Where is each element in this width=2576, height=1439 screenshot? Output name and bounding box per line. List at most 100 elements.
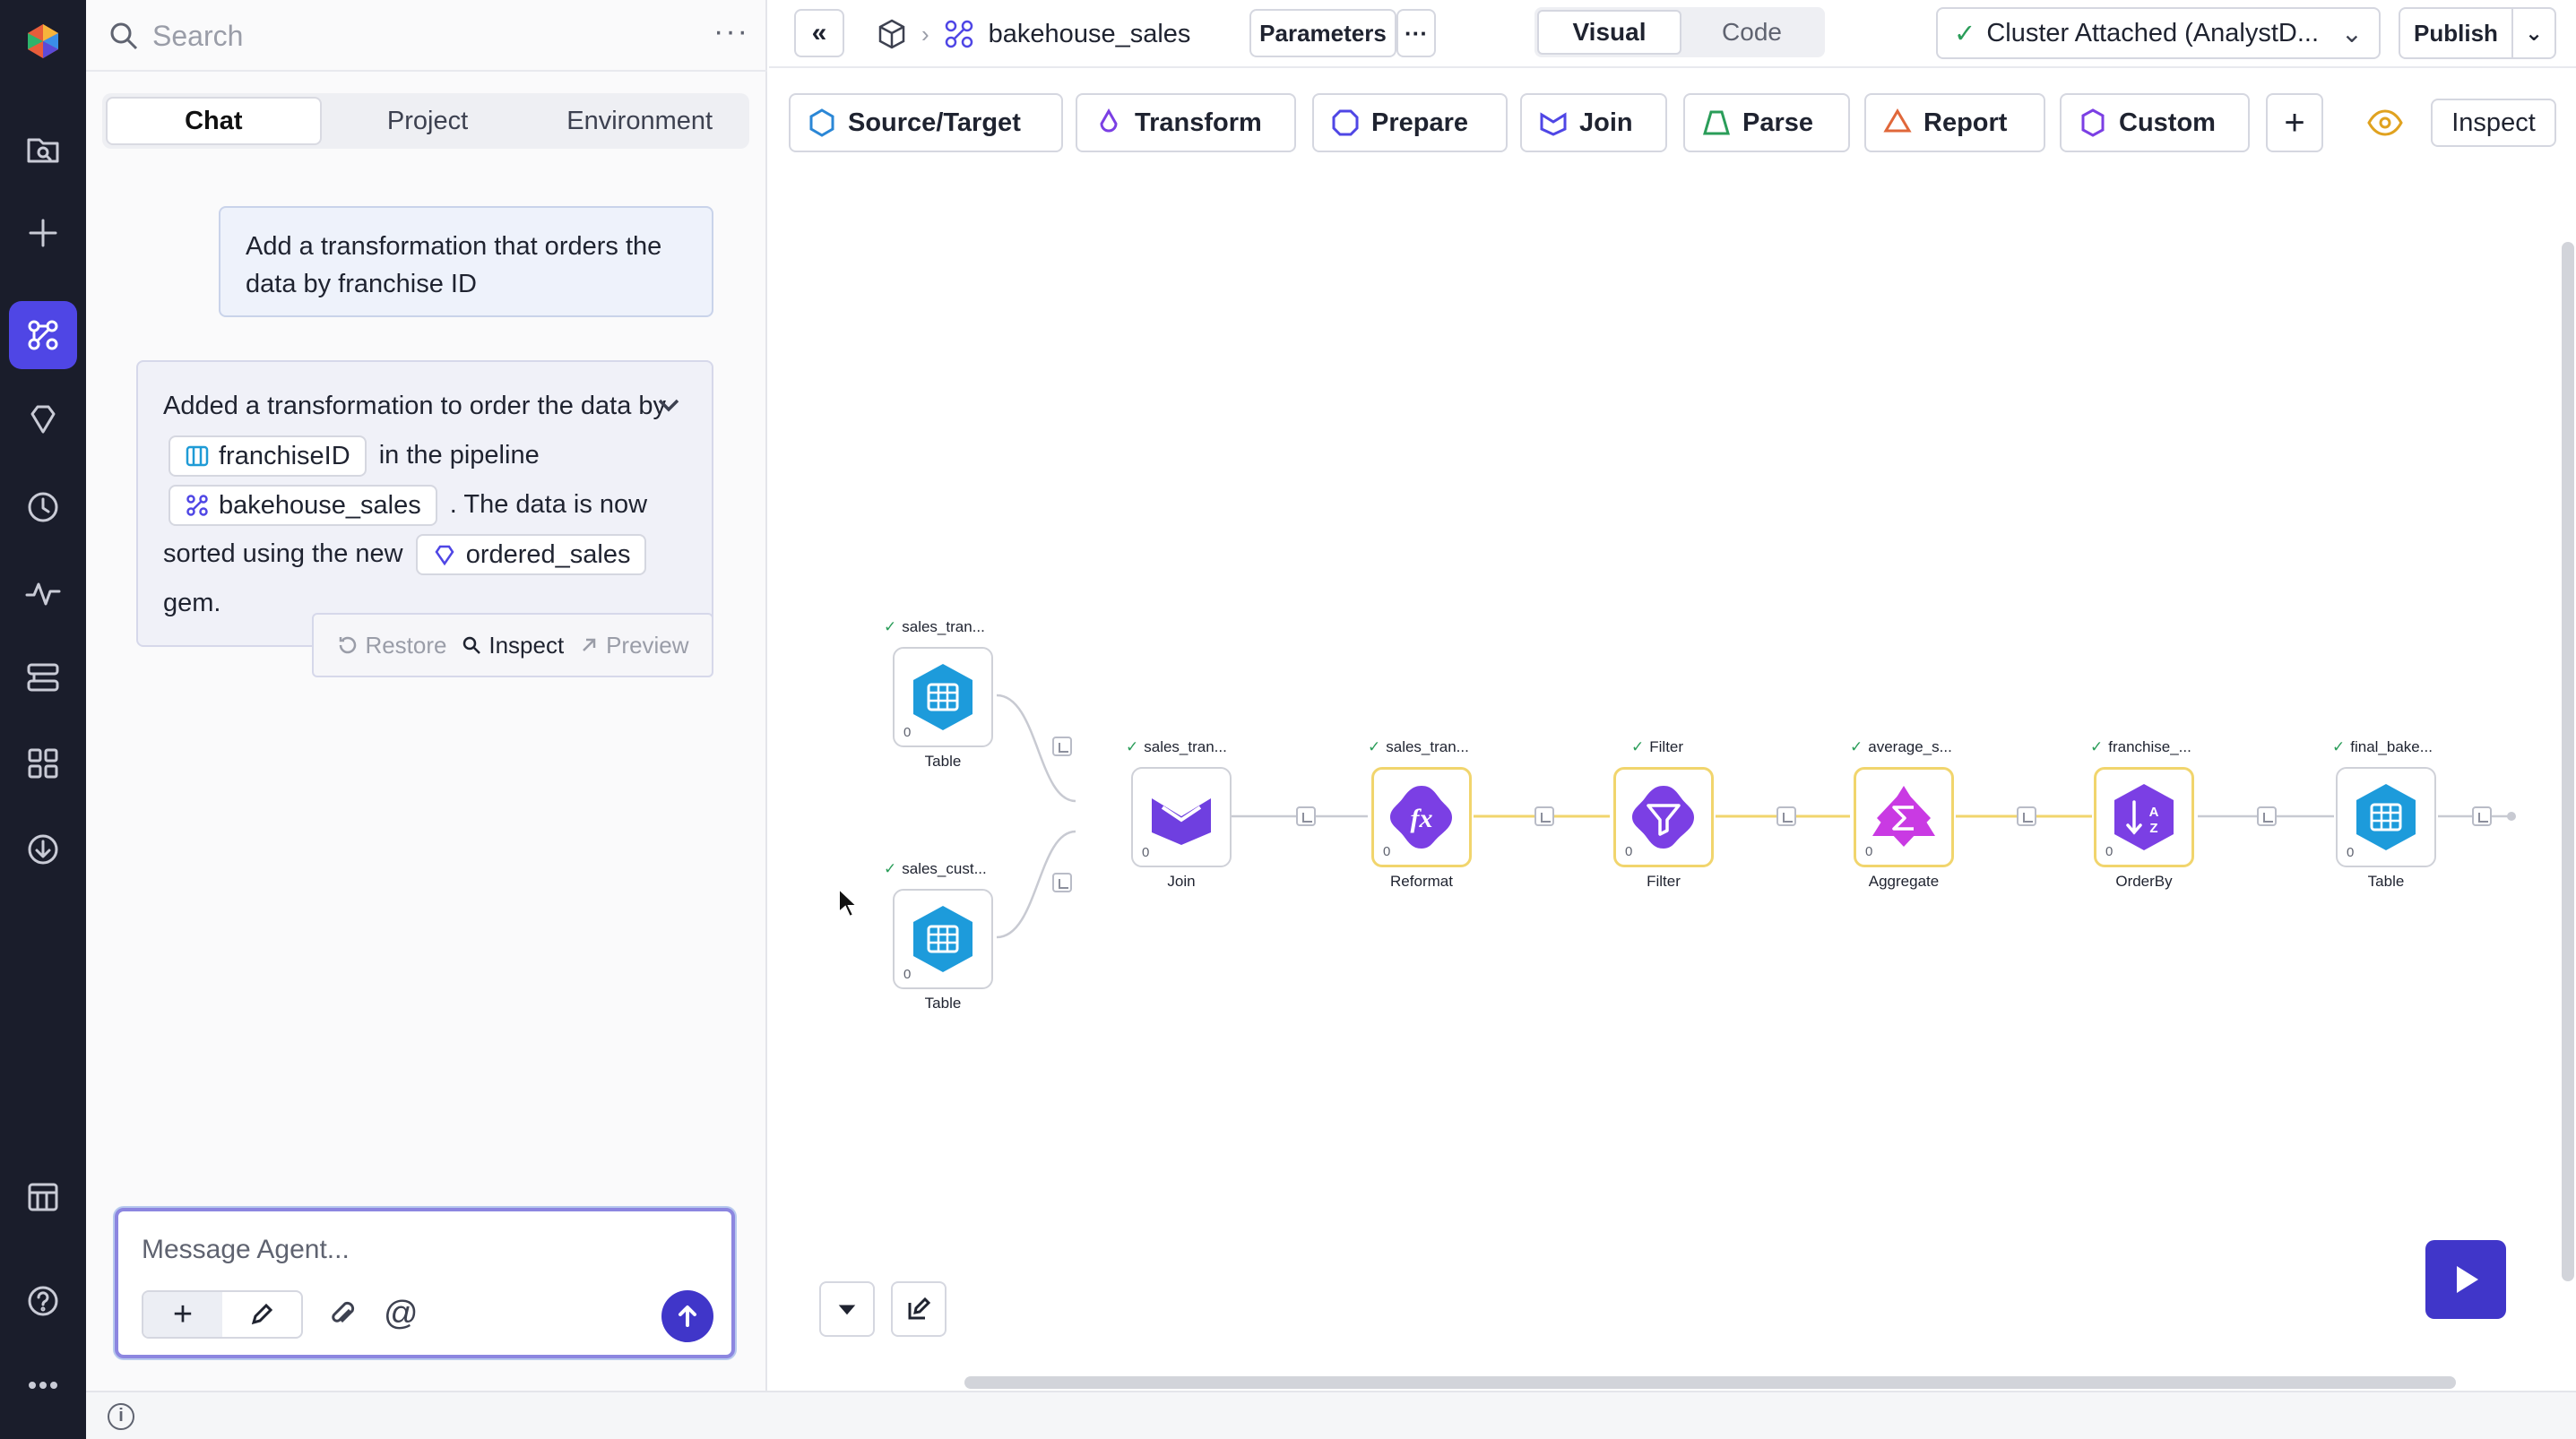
gem-source-target-button[interactable]: Source/Target xyxy=(789,93,1063,152)
column-chip[interactable]: franchiseID xyxy=(169,435,367,478)
more-options-button[interactable]: ··· xyxy=(1396,9,1436,57)
data-preview-icon[interactable] xyxy=(2257,806,2277,826)
more-icon[interactable] xyxy=(9,1351,77,1419)
apps-grid-icon[interactable] xyxy=(9,729,77,797)
download-icon[interactable] xyxy=(9,815,77,883)
pipeline-icon xyxy=(945,20,972,48)
table-gem-node[interactable]: 0 xyxy=(893,647,993,747)
node-label: Table xyxy=(2367,873,2405,890)
gem-join-button[interactable]: Join xyxy=(1520,93,1667,152)
record-count: 0 xyxy=(1383,844,1391,859)
filter-gem-node[interactable]: 0 xyxy=(1613,767,1714,867)
collapse-panel-button[interactable]: « xyxy=(794,9,844,57)
gem-transform-button[interactable]: Transform xyxy=(1076,93,1296,152)
node-title-text: sales_tran... xyxy=(1144,738,1227,755)
pipelines-icon[interactable] xyxy=(9,301,77,369)
edit-mode-button[interactable] xyxy=(222,1292,301,1337)
add-gem-button[interactable]: + xyxy=(2266,93,2323,152)
datasets-icon[interactable] xyxy=(9,643,77,711)
canvas-dropdown-button[interactable] xyxy=(819,1281,875,1337)
pipeline-chip[interactable]: bakehouse_sales xyxy=(169,485,437,527)
data-preview-icon[interactable] xyxy=(1052,737,1072,756)
agent-text: . The data is now sorted using the new xyxy=(163,490,648,568)
parameters-button[interactable]: Parameters xyxy=(1249,9,1396,57)
join-gem-node[interactable]: 0 xyxy=(1131,767,1232,867)
node-title: ✓sales_tran... xyxy=(884,618,985,636)
gem-custom-button[interactable]: Custom xyxy=(2060,93,2250,152)
data-preview-icon[interactable] xyxy=(1296,806,1316,826)
gem-report-button[interactable]: Report xyxy=(1864,93,2045,152)
cluster-selector[interactable]: ✓ Cluster Attached (AnalystD... ⌄ xyxy=(1936,7,2381,59)
pipeline-icon xyxy=(186,495,208,517)
gem-parse-button[interactable]: Parse xyxy=(1683,93,1850,152)
column-icon xyxy=(186,446,209,467)
node-label: Table xyxy=(924,753,962,770)
pipeline-canvas[interactable]: ✓sales_tran... 0 Table ✓sales_cust... 0 … xyxy=(769,158,2576,1391)
app-logo-icon[interactable] xyxy=(9,7,77,75)
tab-project[interactable]: Project xyxy=(386,106,469,135)
check-icon: ✓ xyxy=(1631,738,1645,755)
search-input[interactable] xyxy=(152,14,654,57)
inspect-button[interactable]: Inspect xyxy=(2431,99,2556,147)
data-preview-icon[interactable] xyxy=(1776,806,1796,826)
project-cube-icon[interactable] xyxy=(875,17,909,51)
attach-icon[interactable] xyxy=(326,1297,360,1331)
data-preview-icon[interactable] xyxy=(1534,806,1554,826)
calendar-icon[interactable] xyxy=(9,1163,77,1231)
gem-report-label: Report xyxy=(1923,108,2008,137)
preview-button[interactable]: Preview xyxy=(577,632,689,659)
restore-button[interactable]: Restore xyxy=(336,632,446,659)
publish-options-chevron-icon[interactable]: ⌄ xyxy=(2511,7,2556,59)
agent-text: gem. xyxy=(163,589,221,617)
tab-code[interactable]: Code xyxy=(1722,18,1782,46)
record-count: 0 xyxy=(903,725,912,740)
message-input[interactable] xyxy=(142,1228,697,1272)
sigma-icon xyxy=(1872,786,1935,847)
record-count: 0 xyxy=(2105,844,2114,859)
arrow-up-icon xyxy=(679,1305,696,1327)
gem-prepare-button[interactable]: Prepare xyxy=(1312,93,1508,152)
check-icon: ✓ xyxy=(1850,738,1863,755)
run-button[interactable] xyxy=(2425,1240,2506,1319)
gem-chip[interactable]: ordered_sales xyxy=(415,534,647,576)
mention-icon[interactable]: @ xyxy=(384,1295,419,1332)
data-preview-icon[interactable] xyxy=(2472,806,2492,826)
activity-icon[interactable] xyxy=(9,559,77,627)
folder-search-icon[interactable] xyxy=(9,115,77,183)
data-preview-icon[interactable] xyxy=(1052,873,1072,892)
info-icon[interactable]: i xyxy=(108,1403,134,1430)
tab-environment[interactable]: Environment xyxy=(566,106,713,135)
canvas-edit-button[interactable] xyxy=(891,1281,947,1337)
check-icon: ✓ xyxy=(884,860,897,877)
vertical-scrollbar[interactable] xyxy=(2562,242,2574,1281)
node-title-text: sales_tran... xyxy=(1386,738,1469,755)
restore-icon xyxy=(340,636,357,654)
chevron-down-icon[interactable] xyxy=(653,389,685,421)
arrow-up-right-icon xyxy=(583,638,596,651)
send-button[interactable] xyxy=(661,1290,713,1342)
check-icon: ✓ xyxy=(2090,738,2104,755)
table-gem-node[interactable]: 0 xyxy=(893,889,993,989)
reformat-gem-node[interactable]: fx 0 xyxy=(1371,767,1472,867)
more-options-icon[interactable]: ··· xyxy=(713,14,749,48)
clock-icon[interactable] xyxy=(9,473,77,541)
svg-text:A: A xyxy=(2149,805,2159,820)
horizontal-scrollbar[interactable] xyxy=(964,1376,2456,1389)
eye-icon[interactable] xyxy=(2366,106,2404,140)
tab-chat[interactable]: Chat xyxy=(106,97,322,145)
data-preview-icon[interactable] xyxy=(2017,806,2036,826)
cluster-label: Cluster Attached (AnalystD... xyxy=(1986,18,2320,47)
table-gem-node[interactable]: 0 xyxy=(2336,767,2436,867)
plus-icon[interactable] xyxy=(9,199,77,267)
tab-visual[interactable]: Visual xyxy=(1537,10,1681,55)
inspect-button[interactable]: Inspect xyxy=(460,632,564,659)
help-icon[interactable] xyxy=(9,1267,77,1335)
record-count: 0 xyxy=(2347,845,2355,860)
gem-icon[interactable] xyxy=(9,385,77,453)
publish-button[interactable]: Publish xyxy=(2399,7,2513,59)
node-title-text: Filter xyxy=(1649,738,1684,755)
aggregate-gem-node[interactable]: 0 xyxy=(1854,767,1954,867)
edit-icon xyxy=(908,1297,931,1320)
add-context-button[interactable]: + xyxy=(143,1292,222,1337)
